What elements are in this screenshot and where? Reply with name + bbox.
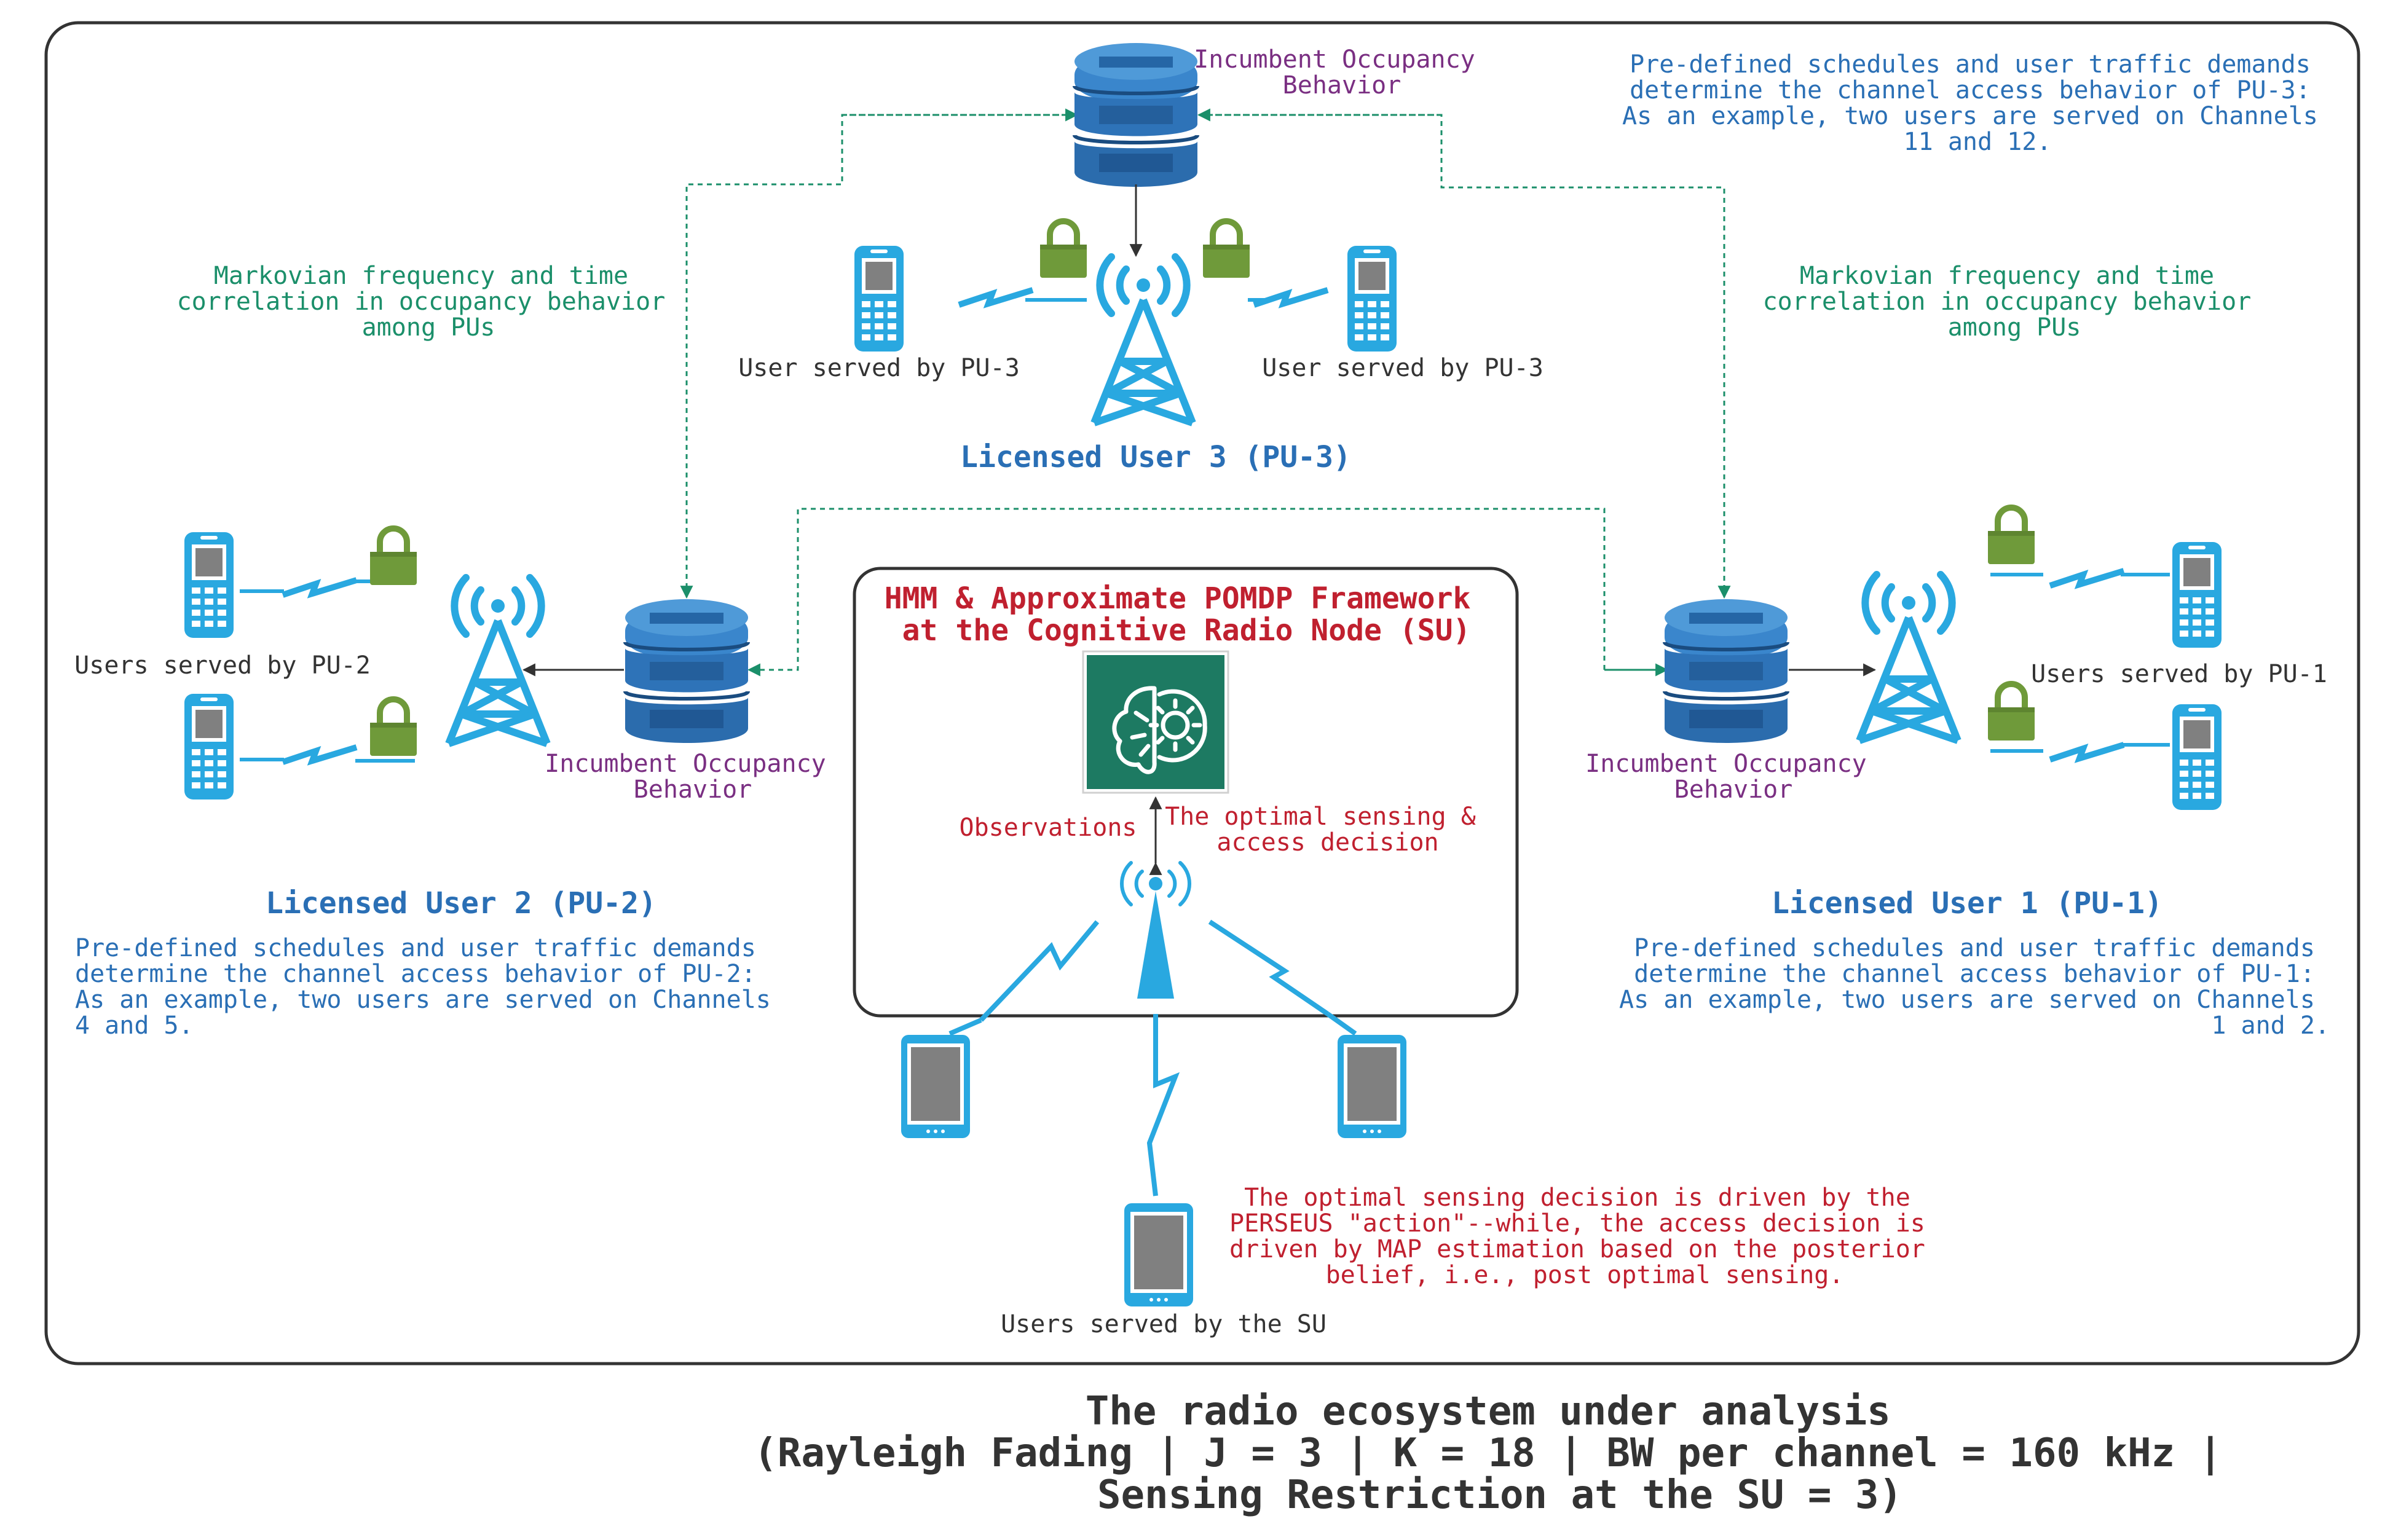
- su-links: [979, 919, 1330, 1196]
- pu1-bolt-top-icon: [2050, 571, 2124, 586]
- markov-left-label: Markovian frequency and time correlation…: [177, 262, 680, 342]
- pu2-bolt-top-icon: [283, 580, 357, 595]
- pu2-database-icon: [625, 599, 748, 743]
- pu1-bolt-bottom-icon: [2050, 745, 2124, 760]
- pu1-note: Pre-defined schedules and user traffic d…: [1619, 934, 2330, 1040]
- pu3-right-bolt-icon: [1254, 290, 1328, 305]
- pu2-note: Pre-defined schedules and user traffic d…: [75, 934, 786, 1040]
- pu3-database-icon: [1074, 43, 1197, 187]
- markov-right-label: Markovian frequency and time correlation…: [1763, 262, 2266, 342]
- pu2-phone-top-icon: [184, 532, 234, 638]
- pu1-database-icon: [1665, 599, 1788, 743]
- pu1-incumbent-label: Incumbent Occupancy Behavior: [1585, 750, 1882, 804]
- su-antenna-icon: [1119, 861, 1192, 999]
- decision-label: The optimal sensing & access decision: [1165, 803, 1491, 857]
- su-tablet-right-icon: [1338, 1035, 1406, 1138]
- pu3-incumbent-label: Incumbent Occupancy Behavior: [1194, 45, 1490, 100]
- pu1-lock-top-icon: [1988, 508, 2035, 564]
- pu2-tower-icon: [449, 578, 547, 744]
- perseus-note: The optimal sensing decision is driven b…: [1229, 1184, 1940, 1289]
- pu2-lock-top-icon: [370, 528, 417, 585]
- pu3-right-lock-icon: [1203, 221, 1250, 278]
- pu2-title: Licensed User 2 (PU-2): [266, 886, 656, 921]
- pu2-bolt-bottom-icon: [283, 747, 357, 762]
- pu3-tower-icon: [1094, 257, 1193, 423]
- pu3-user-right-label: User served by PU-3: [1262, 354, 1544, 382]
- su-tablet-left-icon: [901, 1035, 970, 1138]
- pu1-phone-top-icon: [2172, 542, 2222, 648]
- pu1-lock-bottom-icon: [1988, 684, 2035, 741]
- pu2-incumbent-label: Incumbent Occupancy Behavior: [545, 750, 841, 804]
- pu3-left-phone-icon: [854, 246, 904, 352]
- su-framework-title: HMM & Approximate POMDP Framework at the…: [885, 581, 1489, 648]
- pu3-right-phone-icon: [1347, 246, 1397, 352]
- pu3-left-bolt-icon: [959, 290, 1033, 305]
- pu1-users-label: Users served by PU-1: [2031, 660, 2327, 688]
- pu3-note: Pre-defined schedules and user traffic d…: [1622, 50, 2333, 156]
- pu2-lock-bottom-icon: [370, 699, 417, 756]
- pu2-phone-bottom-icon: [184, 694, 234, 799]
- ai-brain-gear-icon: [1082, 650, 1229, 794]
- pu3-left-lock-icon: [1040, 221, 1087, 278]
- pu3-user-left-label: User served by PU-3: [738, 354, 1020, 382]
- pu3-title: Licensed User 3 (PU-3): [960, 440, 1351, 474]
- pu1-title: Licensed User 1 (PU-1): [1772, 886, 2162, 921]
- su-tablet-bottom-icon: [1124, 1203, 1193, 1306]
- pu1-tower-icon: [1859, 575, 1958, 741]
- outer-frame: [44, 21, 2360, 1365]
- figure-caption: The radio ecosystem under analysis (Rayl…: [754, 1389, 2245, 1518]
- su-users-label: Users served by the SU: [1001, 1310, 1327, 1338]
- observations-label: Observations: [960, 814, 1137, 842]
- pu2-users-label: Users served by PU-2: [74, 651, 371, 680]
- pu1-phone-bottom-icon: [2172, 704, 2222, 810]
